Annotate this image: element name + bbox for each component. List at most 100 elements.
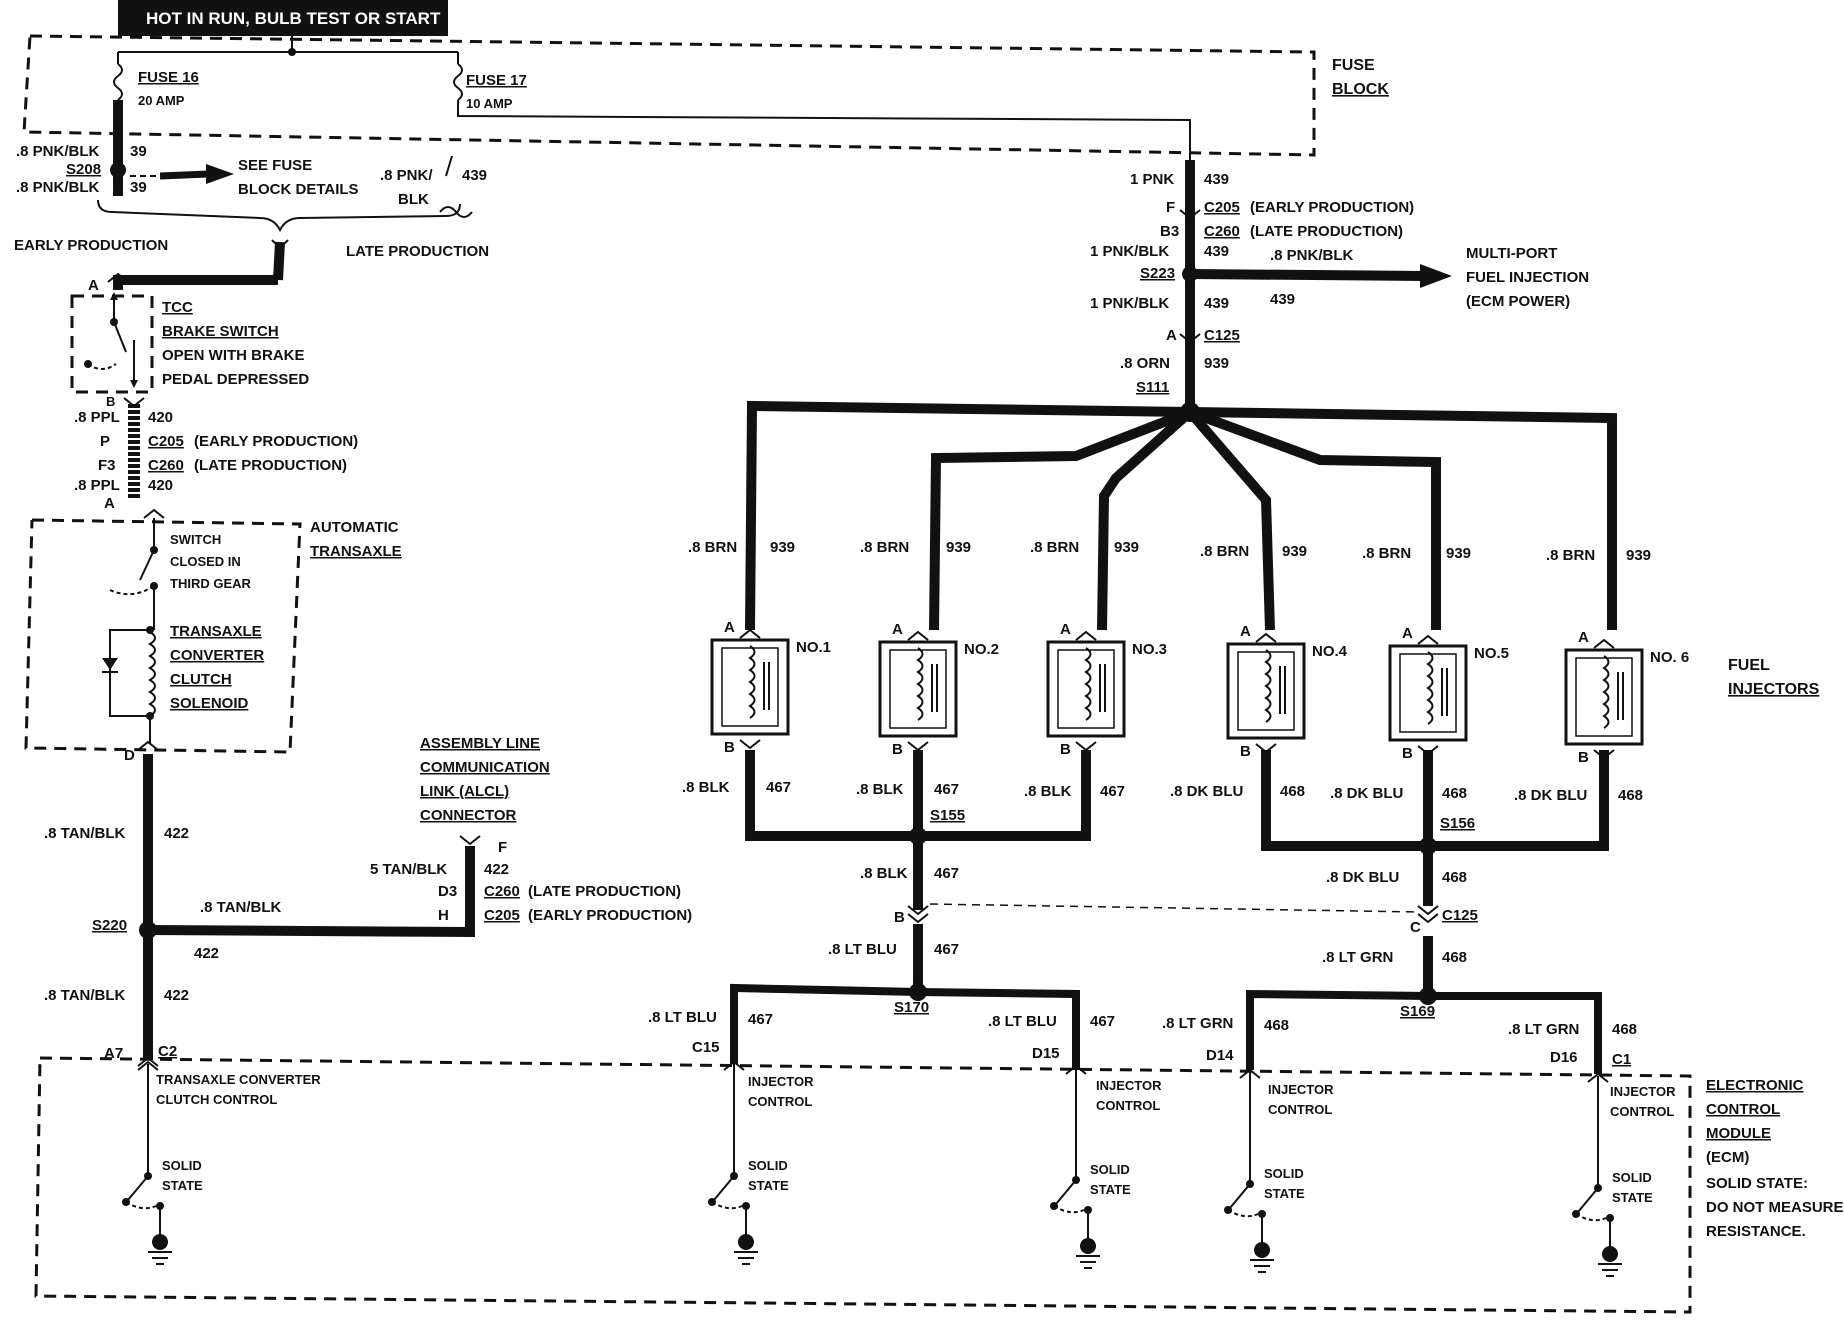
pin-c15: C15	[692, 1039, 720, 1056]
connector-c260-alcl: C260	[484, 883, 520, 900]
power-source-banner: HOT IN RUN, BULB TEST OR START	[118, 0, 458, 56]
fuse-17-rating: 10 AMP	[466, 96, 513, 111]
circuit-422-alcl-upper: 422	[484, 861, 509, 878]
wire-tan-blk-upper: .8 TAN/BLK	[44, 825, 126, 842]
late-production-right: (LATE PRODUCTION)	[1250, 223, 1403, 240]
connector-c125-top: C125	[1204, 327, 1240, 344]
fuse-block: FUSE BLOCK FUSE 16 20 AMP FUSE 17 10 AMP	[22, 34, 1389, 160]
circuit-939-3: 939	[1114, 539, 1139, 556]
late-production-label: LATE PRODUCTION	[346, 243, 489, 260]
circuit-468-d14: 468	[1264, 1017, 1289, 1034]
connector-c205-right: C205	[1204, 199, 1240, 216]
ecm-note-1: SOLID STATE:	[1706, 1175, 1808, 1192]
fuse-16-symbol	[113, 63, 123, 101]
circuit-467-4: 467	[934, 865, 959, 882]
wire-pnk-blk-17: .8 PNK/	[380, 167, 433, 184]
pin-a-injector: A	[892, 621, 903, 638]
pin-d16: D16	[1550, 1049, 1578, 1066]
fuel-injector-1: ANO.1B	[710, 619, 831, 756]
switch-closed-in: CLOSED IN	[170, 554, 241, 569]
ground-icon	[738, 1234, 754, 1250]
tcc-label: TCC	[162, 299, 193, 316]
wire-tan-blk-lower: .8 TAN/BLK	[44, 987, 126, 1004]
circuit-939-1: 939	[770, 539, 795, 556]
ground-icon	[1080, 1238, 1096, 1254]
circuit-467-5: 467	[934, 941, 959, 958]
injector-body	[1564, 648, 1644, 746]
injector-body	[1388, 644, 1468, 742]
pin-c1: C1	[1612, 1051, 1631, 1068]
injector-coil	[1084, 647, 1092, 721]
ecm-label-2: CONTROL	[1706, 1101, 1780, 1118]
circuit-439-left: 439	[462, 167, 487, 184]
wire-pnk-blk-17b: BLK	[398, 191, 429, 208]
solid-state-label: SOLID	[1612, 1170, 1652, 1185]
diode-symbol	[102, 658, 118, 670]
early-production-right: (EARLY PRODUCTION)	[1250, 199, 1414, 216]
injector-coil	[748, 645, 756, 719]
wire-brn-3: .8 BRN	[1030, 539, 1079, 556]
wire-1-pnk-blk-upper: 1 PNK/BLK	[1090, 243, 1169, 260]
wire-blk-2: .8 BLK	[856, 781, 904, 798]
late-production-c260: (LATE PRODUCTION)	[194, 457, 347, 474]
pin-b-injector: B	[1578, 749, 1589, 766]
fuse-16-name: FUSE 16	[138, 69, 199, 86]
tcc-control-label: TRANSAXLE CONVERTER	[156, 1072, 321, 1087]
ecm-module: ELECTRONIC CONTROL MODULE (ECM) SOLID ST…	[34, 1056, 1844, 1314]
injector-body	[710, 638, 790, 736]
pin-d15: D15	[1032, 1045, 1060, 1062]
circuit-468-2: 468	[1442, 785, 1467, 802]
fuse-block-label-2: BLOCK	[1332, 81, 1389, 98]
wire-blk-3: .8 BLK	[1024, 783, 1072, 800]
wire-tan-blk-alcl: .8 TAN/BLK	[200, 899, 282, 916]
wire-brn-5: .8 BRN	[1362, 545, 1411, 562]
injector-coil	[1602, 655, 1610, 729]
circuit-468-4: 468	[1442, 869, 1467, 886]
wire-blk-1: .8 BLK	[682, 779, 730, 796]
ecm-note-2: DO NOT MEASURE	[1706, 1199, 1844, 1216]
mpfi-label-1: MULTI-PORT	[1466, 245, 1557, 262]
fuel-injector-3: ANO.3B	[1046, 621, 1167, 758]
pin-a-injector: A	[1578, 629, 1589, 646]
wire-dk-blu-2: .8 DK BLU	[1330, 785, 1403, 802]
solid-state-label: SOLID	[748, 1158, 788, 1173]
early-production-label: EARLY PRODUCTION	[14, 237, 168, 254]
injector-control-4b: CONTROL	[1610, 1104, 1674, 1119]
wire-ppl-lower: .8 PPL	[74, 477, 120, 494]
solid-state-label: SOLID	[1090, 1162, 1130, 1177]
splice-s170: S170	[894, 999, 929, 1016]
automatic-transaxle-label: AUTOMATIC	[310, 519, 399, 536]
tcc-open-with-brake: OPEN WITH BRAKE	[162, 347, 305, 364]
mpfi-label-3: (ECM POWER)	[1466, 293, 1570, 310]
early-production-c205: (EARLY PRODUCTION)	[194, 433, 358, 450]
injector-body	[1046, 640, 1126, 738]
circuit-939-6: 939	[1626, 547, 1651, 564]
injector-control-2a: INJECTOR	[1096, 1078, 1162, 1093]
circuit-468-c1: 468	[1612, 1021, 1637, 1038]
alcl-label-2: COMMUNICATION	[420, 759, 550, 776]
splice-s208: S208	[66, 161, 101, 178]
circuit-939-5: 939	[1446, 545, 1471, 562]
fuse-16-rating: 20 AMP	[138, 93, 185, 108]
solid-state-label-2: STATE	[1090, 1182, 1131, 1197]
wire-lt-grn-upper: .8 LT GRN	[1322, 949, 1393, 966]
injector-return-wires: .8 BLK 467 .8 BLK 467 .8 BLK 467 S155 .8…	[648, 750, 1643, 1074]
solenoid-label-2: CONVERTER	[170, 647, 264, 664]
splice-s220: S220	[92, 917, 127, 934]
pin-b-c125: B	[894, 909, 905, 926]
solenoid-label-1: TRANSAXLE	[170, 623, 262, 640]
circuit-467-3: 467	[1100, 783, 1125, 800]
connector-c205-alcl: C205	[484, 907, 520, 924]
injector-number-label: NO.5	[1474, 645, 1509, 662]
power-source-label: HOT IN RUN, BULB TEST OR START	[146, 9, 441, 28]
pin-b-injector: B	[892, 741, 903, 758]
splice-s169: S169	[1400, 1003, 1435, 1020]
solid-state-label: SOLID	[1264, 1166, 1304, 1181]
solenoid-label-3: CLUTCH	[170, 671, 232, 688]
injector-body	[878, 640, 958, 738]
solid-state-label-2: STATE	[1264, 1186, 1305, 1201]
pin-c2: C2	[158, 1043, 177, 1060]
